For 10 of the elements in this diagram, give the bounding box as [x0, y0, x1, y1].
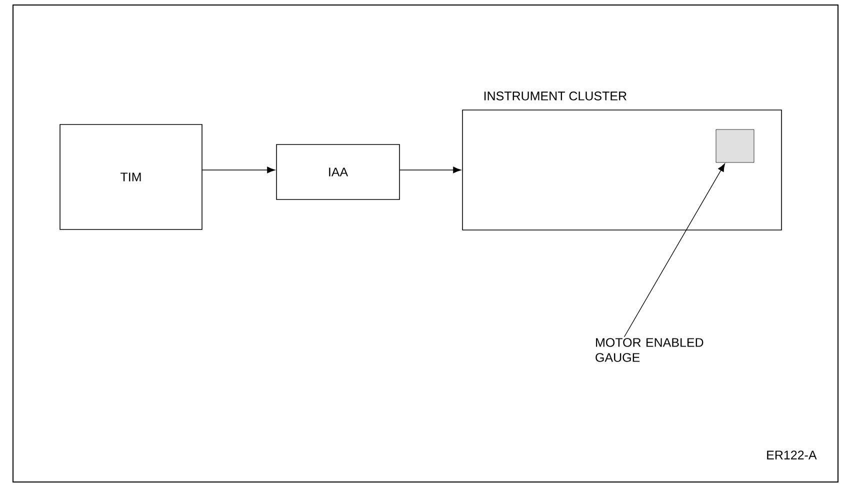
module-box: TIM [60, 124, 202, 230]
arrow [400, 166, 462, 174]
callout-text: MOTOR ENABLED GAUGE [596, 338, 704, 362]
arrow [202, 166, 276, 174]
figure-code: ER122-A [767, 450, 817, 460]
cluster-box: INSTRUMENT CLUSTER [462, 92, 782, 230]
module-box: IAA [276, 144, 400, 200]
node-label: INSTRUMENT CLUSTER [484, 92, 626, 100]
leader-line [624, 164, 725, 338]
gauge-box [716, 129, 754, 163]
